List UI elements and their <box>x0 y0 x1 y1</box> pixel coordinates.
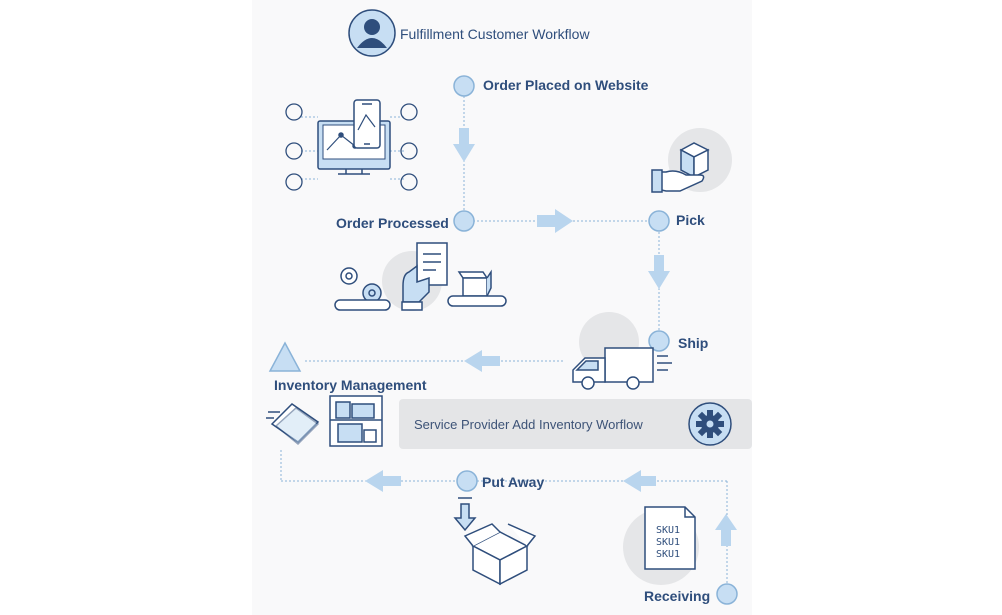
triangle-icon <box>268 341 302 372</box>
step-label-put-away: Put Away <box>482 474 545 490</box>
step-label-receiving: Receiving <box>644 588 711 604</box>
put-away-box-icon <box>453 497 537 586</box>
page-title: Fulfillment Customer Workflow <box>400 26 590 42</box>
document-line: SKU1 <box>656 525 681 536</box>
step-label-pick: Pick <box>676 212 705 228</box>
gear-icon <box>688 402 732 446</box>
delivery-truck-icon <box>572 347 672 390</box>
node-order-placed <box>453 75 475 97</box>
step-label-order-placed: Order Placed on Website <box>483 77 649 93</box>
arrow-up-icon <box>715 514 737 546</box>
step-label-inventory-management: Inventory Management <box>274 377 427 393</box>
arrow-down-icon <box>648 255 670 289</box>
step-label-order-processed: Order Processed <box>336 215 449 231</box>
node-ship <box>648 330 670 352</box>
website-devices-icon <box>285 99 418 191</box>
flow-arrows <box>365 128 737 546</box>
node-pick <box>648 210 670 232</box>
inventory-shelf-icon <box>266 395 383 447</box>
arrow-left-icon <box>464 350 500 372</box>
arrow-left-icon <box>365 470 401 492</box>
hand-box-icon <box>651 142 710 193</box>
node-put-away <box>456 470 478 492</box>
document-line: SKU1 <box>656 537 681 548</box>
arrow-right-icon <box>537 209 573 233</box>
step-nodes <box>268 75 738 605</box>
node-order-processed <box>453 210 475 232</box>
document-processing-icon <box>334 242 507 311</box>
document-line: SKU1 <box>656 549 681 560</box>
step-label-ship: Ship <box>678 335 709 351</box>
user-avatar-icon <box>348 9 396 57</box>
arrow-left-icon <box>623 470 656 492</box>
receiving-document-icon <box>644 506 696 570</box>
node-receiving <box>716 583 738 605</box>
service-provider-label: Service Provider Add Inventory Worflow <box>414 417 643 432</box>
arrow-down-icon <box>453 128 475 162</box>
